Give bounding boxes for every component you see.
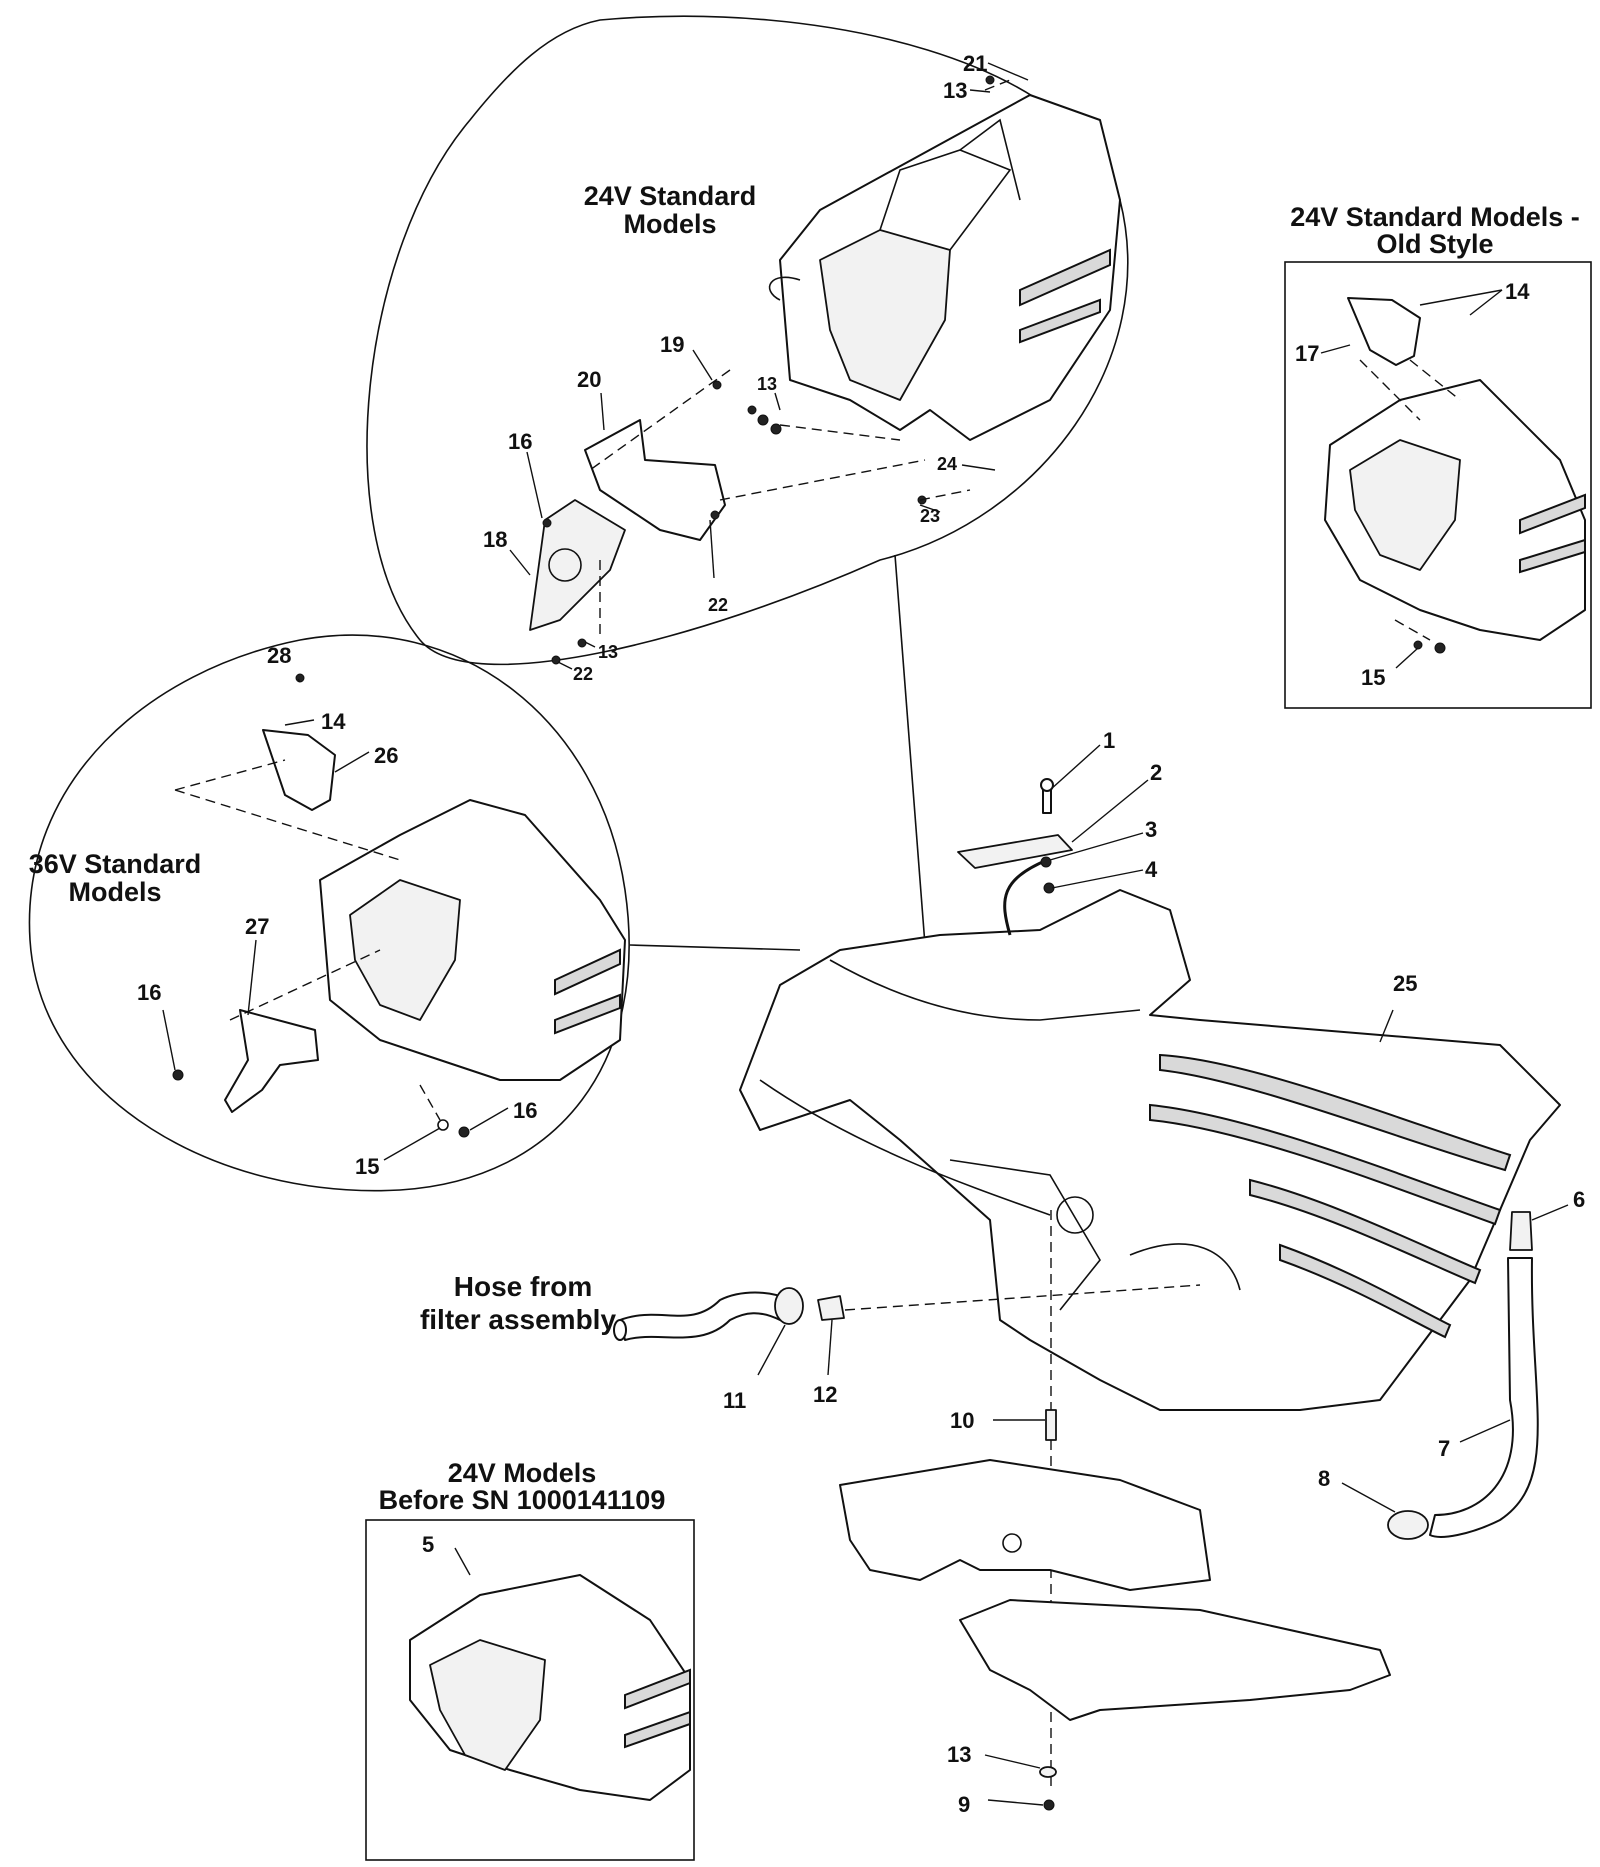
callout-10: 10 [950, 1408, 974, 1433]
clamp-8 [1387, 1510, 1429, 1540]
spring-10 [1045, 1409, 1057, 1441]
callout-24: 24 [937, 454, 957, 474]
clamp-11 [774, 1287, 804, 1325]
detail-24v-before-sn [365, 1519, 695, 1861]
bracket-27 [224, 1009, 319, 1113]
callout-17: 17 [1295, 341, 1319, 366]
filter-hose [619, 1291, 791, 1341]
callout-8: 8 [1318, 1466, 1330, 1491]
bracket-26 [262, 729, 336, 811]
caption-24v-old-style-line2: Old Style [1376, 229, 1493, 259]
callout-7: 7 [1438, 1436, 1450, 1461]
detail-36v-standard [28, 634, 630, 1192]
caption-hose-line2: filter assembly [420, 1304, 617, 1335]
fitting-12 [817, 1295, 845, 1321]
callout-13: 13 [943, 78, 967, 103]
caption-36v-standard-line2: Models [68, 877, 161, 907]
callout-12: 12 [813, 1382, 837, 1407]
callout-9: 9 [958, 1792, 970, 1817]
callout-numbers: 21 13 19 20 13 16 18 22 24 23 13 22 14 1… [137, 51, 1585, 1817]
caption-24v-before-sn-line2: Before SN 1000141109 [379, 1485, 666, 1515]
caption-hose-line1: Hose from [454, 1271, 592, 1302]
callout-22: 22 [573, 664, 593, 684]
callout-22: 22 [708, 595, 728, 615]
seat-latch-2 [957, 834, 1073, 869]
callout-16: 16 [513, 1098, 537, 1123]
detail-24v-old-style [1284, 261, 1592, 709]
callout-6: 6 [1573, 1187, 1585, 1212]
callout-25: 25 [1393, 971, 1417, 996]
detail-box-before-sn [365, 1519, 695, 1861]
drain-hose-7 [1429, 1257, 1539, 1538]
plate-18 [529, 499, 626, 631]
callout-16: 16 [508, 429, 532, 454]
caption-24v-old-style-line1: 24V Standard Models - [1290, 202, 1580, 232]
callout-13: 13 [757, 374, 777, 394]
callout-13: 13 [598, 642, 618, 662]
callout-4: 4 [1145, 857, 1158, 882]
fitting-6 [1509, 1211, 1533, 1251]
callout-27: 27 [245, 914, 269, 939]
callout-5: 5 [422, 1532, 434, 1557]
callout-15: 15 [1361, 665, 1385, 690]
detail-outline-36v-standard [28, 634, 630, 1192]
callout-14: 14 [1505, 279, 1530, 304]
callout-1: 1 [1103, 728, 1115, 753]
callout-11: 11 [723, 1388, 746, 1413]
callout-14: 14 [321, 709, 346, 734]
caption-24v-standard-line1: 24V Standard [584, 181, 757, 211]
captions: 24V Standard Models 24V Standard Models … [29, 181, 1580, 1515]
callout-2: 2 [1150, 760, 1162, 785]
bracket-20 [584, 419, 726, 541]
callout-16: 16 [137, 980, 161, 1005]
caption-36v-standard-line1: 36V Standard [29, 849, 202, 879]
callout-3: 3 [1145, 817, 1157, 842]
caption-24v-before-sn-line1: 24V Models [448, 1458, 597, 1488]
main-assembly [613, 554, 1561, 1811]
caption-24v-standard-line2: Models [623, 209, 716, 239]
callout-13: 13 [947, 1742, 971, 1767]
callout-18: 18 [483, 527, 507, 552]
callout-26: 26 [374, 743, 398, 768]
callout-19: 19 [660, 332, 684, 357]
frame-plate [959, 1599, 1391, 1721]
callout-23: 23 [920, 506, 940, 526]
console-box-24v [819, 229, 951, 401]
bracket-17 [1347, 297, 1421, 366]
callout-28: 28 [267, 643, 291, 668]
detail-box-old-style [1284, 261, 1592, 709]
callout-15: 15 [355, 1154, 379, 1179]
frame-bracket [839, 1459, 1211, 1591]
leader-lines [162, 62, 1569, 1806]
callout-20: 20 [577, 367, 601, 392]
callout-21: 21 [963, 51, 987, 76]
detail-24v-standard [366, 15, 1129, 666]
